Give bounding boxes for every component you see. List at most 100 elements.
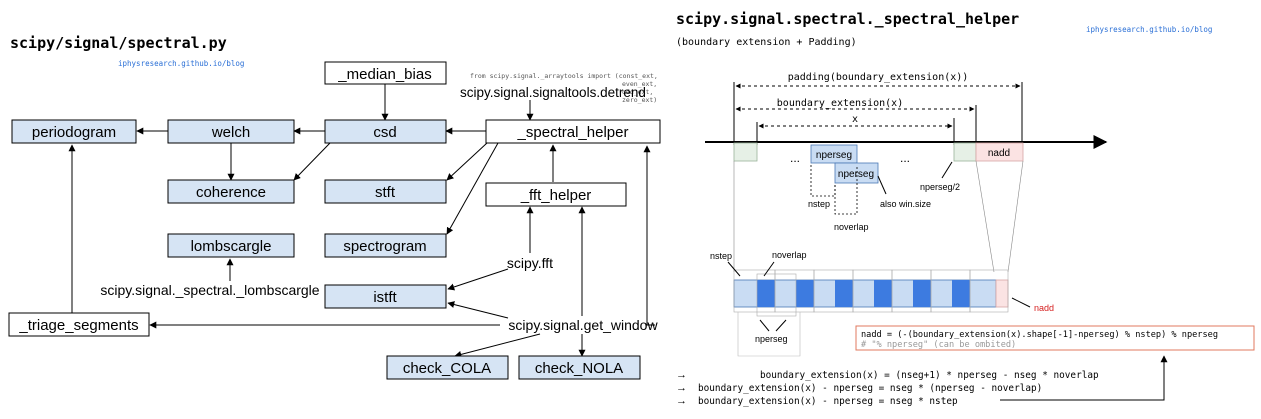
- right-blog-link[interactable]: iphysresearch.github.io/blog: [1086, 25, 1212, 34]
- strip-nadd-label: nadd: [1034, 303, 1054, 313]
- right-subtitle: (boundary extension + Padding): [676, 37, 857, 48]
- padding-label: padding(boundary_extension(x)): [788, 72, 969, 83]
- also-win-size-label: also win.size: [880, 199, 931, 209]
- node-fft-helper[interactable]: _fft_helper: [485, 182, 627, 207]
- svg-text:_median_bias: _median_bias: [337, 66, 431, 83]
- left-extension-block: [733, 142, 758, 162]
- svg-text:csd: csd: [373, 124, 396, 141]
- strip-nperseg-label: nperseg: [755, 334, 788, 344]
- node-spectrogram[interactable]: spectrogram: [324, 233, 447, 258]
- win-size-pointer: [877, 175, 887, 195]
- windows-strip: [733, 269, 1009, 317]
- eq-to-formula-arrow: [1000, 355, 1168, 401]
- noverlap-bracket: [834, 165, 858, 215]
- strip-nadd: [995, 279, 1009, 308]
- node-stft[interactable]: stft: [324, 179, 447, 204]
- nadd-block-label: nadd: [988, 148, 1010, 159]
- nadd-block: [975, 142, 1024, 162]
- proj-mid: [975, 160, 995, 273]
- strip-noverlap-label: noverlap: [772, 250, 807, 260]
- node-get-window[interactable]: scipy.signal.get_window: [508, 317, 658, 333]
- strip-nperseg-pointer-a: [759, 319, 770, 332]
- nperseg-half-pointer: [941, 161, 953, 179]
- strip-nadd-pointer: [1011, 297, 1031, 308]
- win-8: [969, 269, 1009, 313]
- eq3: boundary_extension(x) - nperseg = nseg *…: [698, 396, 958, 407]
- noverlap-label: noverlap: [834, 222, 869, 232]
- eq1-arrow: →: [676, 369, 687, 381]
- left-title: scipy/signal/spectral.py: [10, 34, 227, 52]
- eq2-arrow: →: [676, 382, 687, 394]
- edge-spectral-spectrogram: [446, 142, 499, 235]
- node-coherence[interactable]: coherence: [167, 179, 295, 204]
- node-triage-segments[interactable]: _triage_segments: [8, 312, 150, 337]
- svg-text:_spectral_helper: _spectral_helper: [517, 124, 629, 141]
- edge-scipyfft-istft: [447, 268, 509, 291]
- overlap-1: [757, 280, 775, 307]
- import-note-4: zero_ext): [622, 96, 657, 104]
- left-blog-link[interactable]: iphysresearch.github.io/blog: [118, 59, 244, 68]
- node-periodogram[interactable]: periodogram: [11, 119, 137, 144]
- node-scipy-fft[interactable]: scipy.fft: [507, 255, 553, 271]
- right-extension-block: [953, 142, 977, 162]
- dots-left: ...: [790, 151, 800, 165]
- win-2: [756, 273, 797, 317]
- overlap-2: [796, 280, 814, 307]
- nstep-bracket: [810, 165, 836, 197]
- svg-text:check_NOLA: check_NOLA: [535, 360, 623, 377]
- eq2: boundary_extension(x) - nperseg = nseg *…: [698, 383, 1042, 394]
- formula-line-1: nadd = (-(boundary_extension(x).shape[-1…: [861, 330, 1218, 340]
- strip-nstep-label: nstep: [710, 251, 732, 261]
- node-detrend[interactable]: scipy.signal.signaltools.detrend: [460, 85, 646, 100]
- edge-spectral-stft: [446, 142, 488, 181]
- strip-bracket: [737, 312, 801, 357]
- svg-text:coherence: coherence: [196, 184, 266, 201]
- svg-text:lombscargle: lombscargle: [191, 238, 272, 255]
- node-istft[interactable]: istft: [324, 284, 447, 309]
- svg-text:istft: istft: [373, 289, 397, 306]
- eq3-arrow: →: [676, 395, 687, 407]
- edge-getwindow-cola: [454, 333, 541, 358]
- edges: [68, 84, 655, 358]
- formula-line-2: # "% nperseg" (can be ombited): [861, 340, 1016, 350]
- svg-text:stft: stft: [375, 184, 396, 201]
- segment-1: [810, 144, 858, 164]
- right-title: scipy.signal.spectral._spectral_helper: [676, 10, 1019, 28]
- nstep-label: nstep: [808, 199, 830, 209]
- svg-text:_fft_helper: _fft_helper: [520, 187, 592, 204]
- proj-right: [1007, 160, 1024, 273]
- strip-nperseg-pointer-b: [775, 319, 787, 332]
- edge-getwindow-spectral: [643, 145, 655, 326]
- node-lombscargle[interactable]: lombscargle: [167, 233, 295, 258]
- segment-2: [834, 162, 879, 184]
- padding-diagram: scipy.signal.spectral._spectral_helper (…: [676, 10, 1255, 407]
- overlap-3: [835, 280, 853, 307]
- node-spectral-helper[interactable]: _spectral_helper: [485, 119, 661, 144]
- segment-2-label: nperseg: [838, 169, 874, 180]
- import-note-1: from scipy.signal._arraytools import (co…: [470, 72, 658, 80]
- svg-text:periodogram: periodogram: [32, 124, 116, 141]
- dots-right: ...: [900, 151, 910, 165]
- overlap-4: [874, 280, 892, 307]
- node-median-bias[interactable]: _median_bias: [324, 61, 447, 85]
- edge-getwindow-istft: [447, 301, 509, 319]
- strip-nstep-pointer: [727, 261, 741, 277]
- overlap-5: [913, 280, 931, 307]
- boundary-label: boundary_extension(x): [777, 98, 903, 109]
- node-welch[interactable]: welch: [167, 119, 295, 144]
- import-note-2: even_ext,: [622, 80, 657, 88]
- node-csd[interactable]: csd: [324, 119, 447, 144]
- overlap-6: [952, 280, 970, 307]
- import-note-3: odd_ext,: [622, 88, 653, 96]
- svg-text:check_COLA: check_COLA: [403, 360, 491, 377]
- node-lombscargle-src[interactable]: scipy.signal._spectral._lombscargle: [100, 282, 319, 298]
- nperseg-half-label: nperseg/2: [920, 182, 960, 192]
- node-check-nola[interactable]: check_NOLA: [518, 355, 641, 380]
- call-graph: scipy/signal/spectral.py iphysresearch.g…: [8, 34, 661, 380]
- node-check-cola[interactable]: check_COLA: [386, 355, 509, 380]
- edge-csd-coherence: [293, 142, 331, 181]
- segment-1-label: nperseg: [816, 150, 852, 161]
- svg-text:welch: welch: [211, 124, 250, 141]
- svg-text:_triage_segments: _triage_segments: [18, 317, 138, 334]
